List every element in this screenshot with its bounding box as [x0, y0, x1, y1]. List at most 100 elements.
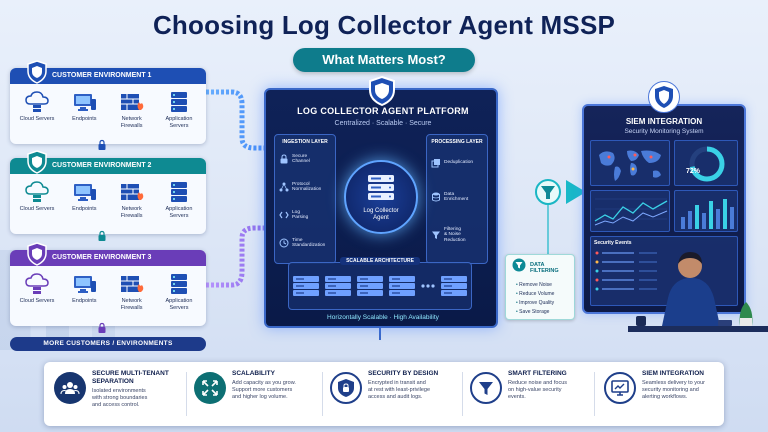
- feature-1-title-1: SECURE MULTI-TENANT: [92, 370, 169, 377]
- feature-2-desc-2: Support more customers: [232, 387, 293, 393]
- cloud-servers-label: Cloud Servers: [19, 116, 55, 122]
- customer-environment-3[interactable]: CUSTOMER ENVIRONMENT 3 Cloud Servers End…: [10, 242, 206, 326]
- feature-4-desc-1: Reduce noise and focus: [508, 380, 568, 386]
- feature-siem-integration[interactable]: SIEM INTEGRATION Seamless delivery to yo…: [604, 366, 738, 422]
- processing-row-3-l1: Filtering: [444, 226, 462, 232]
- env-2-header: CUSTOMER ENVIRONMENT 2: [10, 158, 206, 174]
- server-stack-icon: [368, 175, 394, 200]
- feature-scalability[interactable]: SCALABILITY Add capacity as you grow.Sup…: [194, 366, 328, 422]
- firewall-icon: [120, 94, 143, 110]
- customer-environment-2[interactable]: CUSTOMER ENVIRONMENT 2 Cloud Servers End…: [10, 150, 206, 234]
- database-icon: [432, 192, 440, 202]
- more-customers-bar[interactable]: MORE CUSTOMERS / ENVIRONMENTS: [10, 337, 206, 351]
- customer-environment-1[interactable]: CUSTOMER ENVIRONMENT 1 Cloud Servers End…: [10, 60, 206, 144]
- donut-panel: [674, 140, 738, 186]
- feature-desc: Add capacity as you grow.Support more cu…: [232, 380, 328, 401]
- shield-icon: [648, 81, 680, 113]
- code-brackets-icon: [279, 211, 289, 219]
- world-map-panel: [590, 140, 670, 186]
- more-customers-label: MORE CUSTOMERS / ENVIRONMENTS: [43, 340, 173, 347]
- cloud-servers-item[interactable]: Cloud Servers: [14, 270, 60, 322]
- processing-row-1-l1: Deduplication: [444, 160, 474, 166]
- endpoints-label: Endpoints: [72, 116, 97, 122]
- bar-chart-panel: [674, 190, 738, 232]
- env-1-header: CUSTOMER ENVIRONMENT 1: [10, 68, 206, 84]
- ingestion-row-3-l2: Parsing: [292, 215, 309, 220]
- processing-row-deduplication[interactable]: Deduplication: [431, 151, 484, 175]
- ingestion-row-4-l2: Standardization: [292, 243, 326, 248]
- funnel-icon: [432, 231, 440, 239]
- bar-chart-icon: [681, 199, 734, 229]
- ingestion-row-4-l1: Time: [292, 237, 303, 243]
- feature-4-desc-2: on high-value security: [508, 387, 562, 393]
- data-filtering-title: DATA FILTERING: [530, 262, 559, 274]
- processing-row-2-l2: Enrichment: [444, 197, 469, 202]
- list-item: Improve Quality: [516, 299, 554, 308]
- application-servers-label-1: Application: [165, 116, 193, 122]
- processing-row-3-l2: & Noise: [444, 232, 461, 238]
- cloud-servers-icon: [25, 273, 49, 294]
- feature-4-desc-3: events.: [508, 394, 526, 400]
- endpoints-item[interactable]: Endpoints: [61, 270, 107, 322]
- feature-title: SCALABILITY: [232, 370, 275, 377]
- cloud-servers-item[interactable]: Cloud Servers: [14, 88, 60, 140]
- lock-icon: [98, 322, 106, 333]
- network-firewalls-label-2: Firewalls: [120, 212, 143, 219]
- feature-2-desc-3: and higher log volume.: [232, 394, 288, 400]
- env-2-label: CUSTOMER ENVIRONMENT 2: [52, 162, 152, 169]
- feature-1-desc-2: with strong boundaries: [92, 395, 148, 401]
- monitor-chart-icon: [604, 372, 636, 404]
- platform-footer: Horizontally Scalable · High Availabilit…: [327, 314, 439, 321]
- cloud-servers-item[interactable]: Cloud Servers: [14, 178, 60, 230]
- page-subtitle: What Matters Most?: [293, 48, 475, 72]
- application-servers-label-1: Application: [165, 298, 193, 304]
- endpoints-item[interactable]: Endpoints: [61, 88, 107, 140]
- endpoints-label: Endpoints: [72, 206, 97, 212]
- application-servers-label-1: Application: [165, 206, 193, 212]
- siem-subtitle: Security Monitoring System: [624, 128, 704, 135]
- application-servers-label-2: Servers: [169, 122, 189, 129]
- ingestion-row-3-l1: Log: [292, 209, 301, 215]
- copy-layers-icon: [431, 159, 440, 168]
- feature-3-desc-1: Encrypted in transit and: [368, 380, 426, 386]
- line-chart-panel: [590, 190, 670, 232]
- network-nodes-icon: [279, 182, 289, 192]
- feature-5-desc-1: Seamless delivery to your: [642, 380, 705, 386]
- network-firewalls-label-2: Firewalls: [120, 122, 143, 129]
- application-servers-label-2: Servers: [169, 212, 189, 219]
- processing-layer-title: PROCESSING LAYER: [431, 139, 483, 145]
- env-1-label: CUSTOMER ENVIRONMENT 1: [52, 72, 152, 79]
- endpoints-item[interactable]: Endpoints: [61, 178, 107, 230]
- arch-title-text: SCALABLE ARCHITECTURE: [340, 257, 420, 265]
- cloud-servers-icon: [25, 181, 49, 202]
- feature-security-by-design[interactable]: SECURITY BY DESIGN Encrypted in transit …: [330, 366, 464, 422]
- feature-1-title-2: SEPARATION: [92, 377, 134, 385]
- feature-1-desc-1: Isolated environments: [92, 388, 146, 394]
- endpoints-icon: [74, 94, 97, 111]
- network-firewalls-label-1: Network: [121, 116, 142, 122]
